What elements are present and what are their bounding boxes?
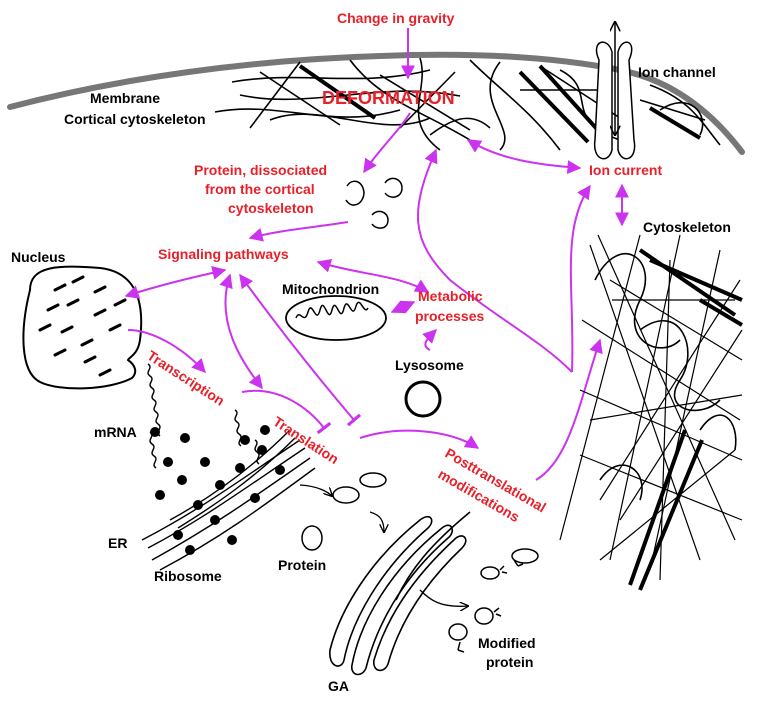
ga-label: GA (328, 678, 349, 694)
ion-current-arrow (466, 139, 582, 175)
lysosome-label: Lysosome (395, 357, 464, 373)
modified-protein-icons (448, 607, 502, 653)
protein-icons (301, 472, 539, 580)
cytoskeleton-label: Cytoskeleton (643, 219, 731, 235)
deformation-to-pathway-arrow (416, 148, 573, 373)
membrane-label: Membrane (90, 90, 160, 106)
cytoskeleton-curved-filaments (594, 253, 737, 501)
protein-label: Protein (278, 557, 326, 573)
transcription-label: Transcription (144, 347, 227, 409)
cytoskeleton-thick-filaments (628, 248, 744, 591)
mitochondrion-icon (285, 295, 387, 341)
lysosome-icon (404, 380, 442, 418)
protein-dissociated-label-3: cytoskeleton (228, 200, 314, 216)
er-label: ER (108, 535, 127, 551)
endoplasmic-reticulum-icon (141, 429, 316, 571)
signaling-metabolic-arrow (316, 259, 430, 293)
cortical-cytoskeleton-label: Cortical cytoskeleton (64, 111, 206, 127)
protein-to-signaling-arrow (248, 221, 349, 242)
ion-channel-label: Ion channel (638, 64, 716, 80)
ion-current-loop-arrow (569, 184, 591, 373)
protein-dissociated-label-2: from the cortical (205, 181, 315, 197)
mrna-label: mRNA (94, 424, 137, 440)
ptm-to-cytoskeleton-arrow (535, 338, 603, 481)
deformation-to-protein-arrow (363, 112, 411, 174)
modified-protein-label-2: protein (486, 654, 533, 670)
deformation-label: DEFORMATION (322, 88, 455, 108)
ribosome-label: Ribosome (154, 568, 222, 584)
ion-current-label: Ion current (589, 162, 662, 178)
lysosome-metabolic-arrow (422, 329, 437, 351)
cortical-cytoskeleton-thick-filaments (298, 64, 702, 144)
transcription-arrow (127, 329, 206, 374)
ribosome-icon (150, 425, 285, 555)
metabolic-label-1: Metabolic (418, 288, 483, 304)
signaling-translation-arrow (219, 273, 263, 390)
nucleus-icon (22, 265, 143, 390)
ion-channel-icon (593, 22, 636, 160)
mitochondrion-label: Mitochondrion (282, 281, 379, 297)
translation-ptm-arrow (359, 429, 480, 449)
transcription-translation-inhibit (241, 389, 332, 435)
mitochondrion-metabolic-arrow (390, 300, 416, 314)
signaling-ptm-inhibit-arrow (239, 273, 362, 427)
protein-dissociated-label-1: Protein, dissociated (194, 162, 327, 178)
nucleus-signaling-arrow (124, 265, 227, 299)
nucleus-label: Nucleus (11, 249, 66, 265)
metabolic-label-2: processes (415, 308, 484, 324)
signaling-pathways-label: Signaling pathways (158, 246, 289, 262)
change-in-gravity-label: Change in gravity (337, 10, 455, 26)
translation-label: Translation (270, 413, 341, 467)
chromatin-marks (38, 275, 127, 377)
dissociated-protein-icons (345, 177, 403, 229)
membrane-line (7, 51, 745, 155)
membrane-invagination (429, 117, 491, 136)
modified-protein-label-1: Modified (478, 635, 536, 651)
golgi-apparatus-icon (329, 511, 471, 676)
cytoskeleton-filaments (559, 234, 743, 581)
protein-flow-arrows (299, 484, 468, 606)
